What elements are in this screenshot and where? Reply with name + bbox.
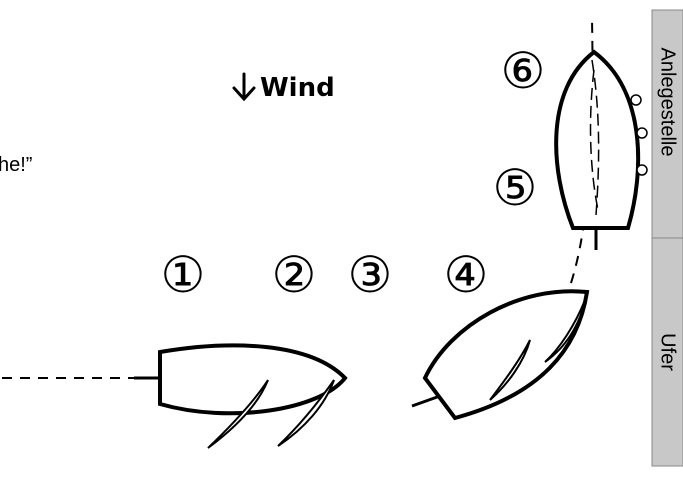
position-2-marker: ②	[272, 246, 317, 304]
boat-hull	[422, 289, 590, 421]
position-5-marker: ⑤	[493, 159, 538, 217]
position-3-marker: ③	[348, 246, 393, 304]
sail	[544, 299, 586, 363]
sail	[589, 69, 599, 211]
position-4-marker: ④	[444, 246, 489, 304]
sail	[207, 379, 269, 449]
landing-area-box	[651, 9, 683, 239]
boat-docked	[554, 49, 648, 250]
shore-panel: Anlegestelle Ufer	[651, 9, 683, 467]
sail	[277, 379, 335, 447]
landing-label: Anlegestelle	[657, 48, 679, 157]
boat-hull	[158, 343, 348, 416]
boat-turning	[411, 289, 590, 421]
position-markers: ① ② ③ ④ ⑤ ⑥	[161, 42, 546, 304]
caption-text: he!”	[0, 154, 32, 176]
shore-label: Ufer	[657, 333, 679, 371]
fender-icon	[636, 164, 648, 176]
sail	[591, 59, 600, 216]
position-6-marker: ⑥	[501, 42, 546, 100]
boat-start	[134, 343, 348, 449]
down-arrow-icon	[232, 72, 256, 102]
shore-area-box	[651, 237, 683, 467]
fender-icon	[636, 127, 648, 139]
fender-icon	[630, 94, 642, 106]
position-1-marker: ①	[161, 246, 206, 304]
rudder	[411, 394, 441, 408]
sail	[489, 339, 531, 401]
wind-label: Wind	[260, 73, 335, 103]
wind-indicator: Wind	[232, 72, 335, 103]
boat-hull	[554, 49, 641, 230]
